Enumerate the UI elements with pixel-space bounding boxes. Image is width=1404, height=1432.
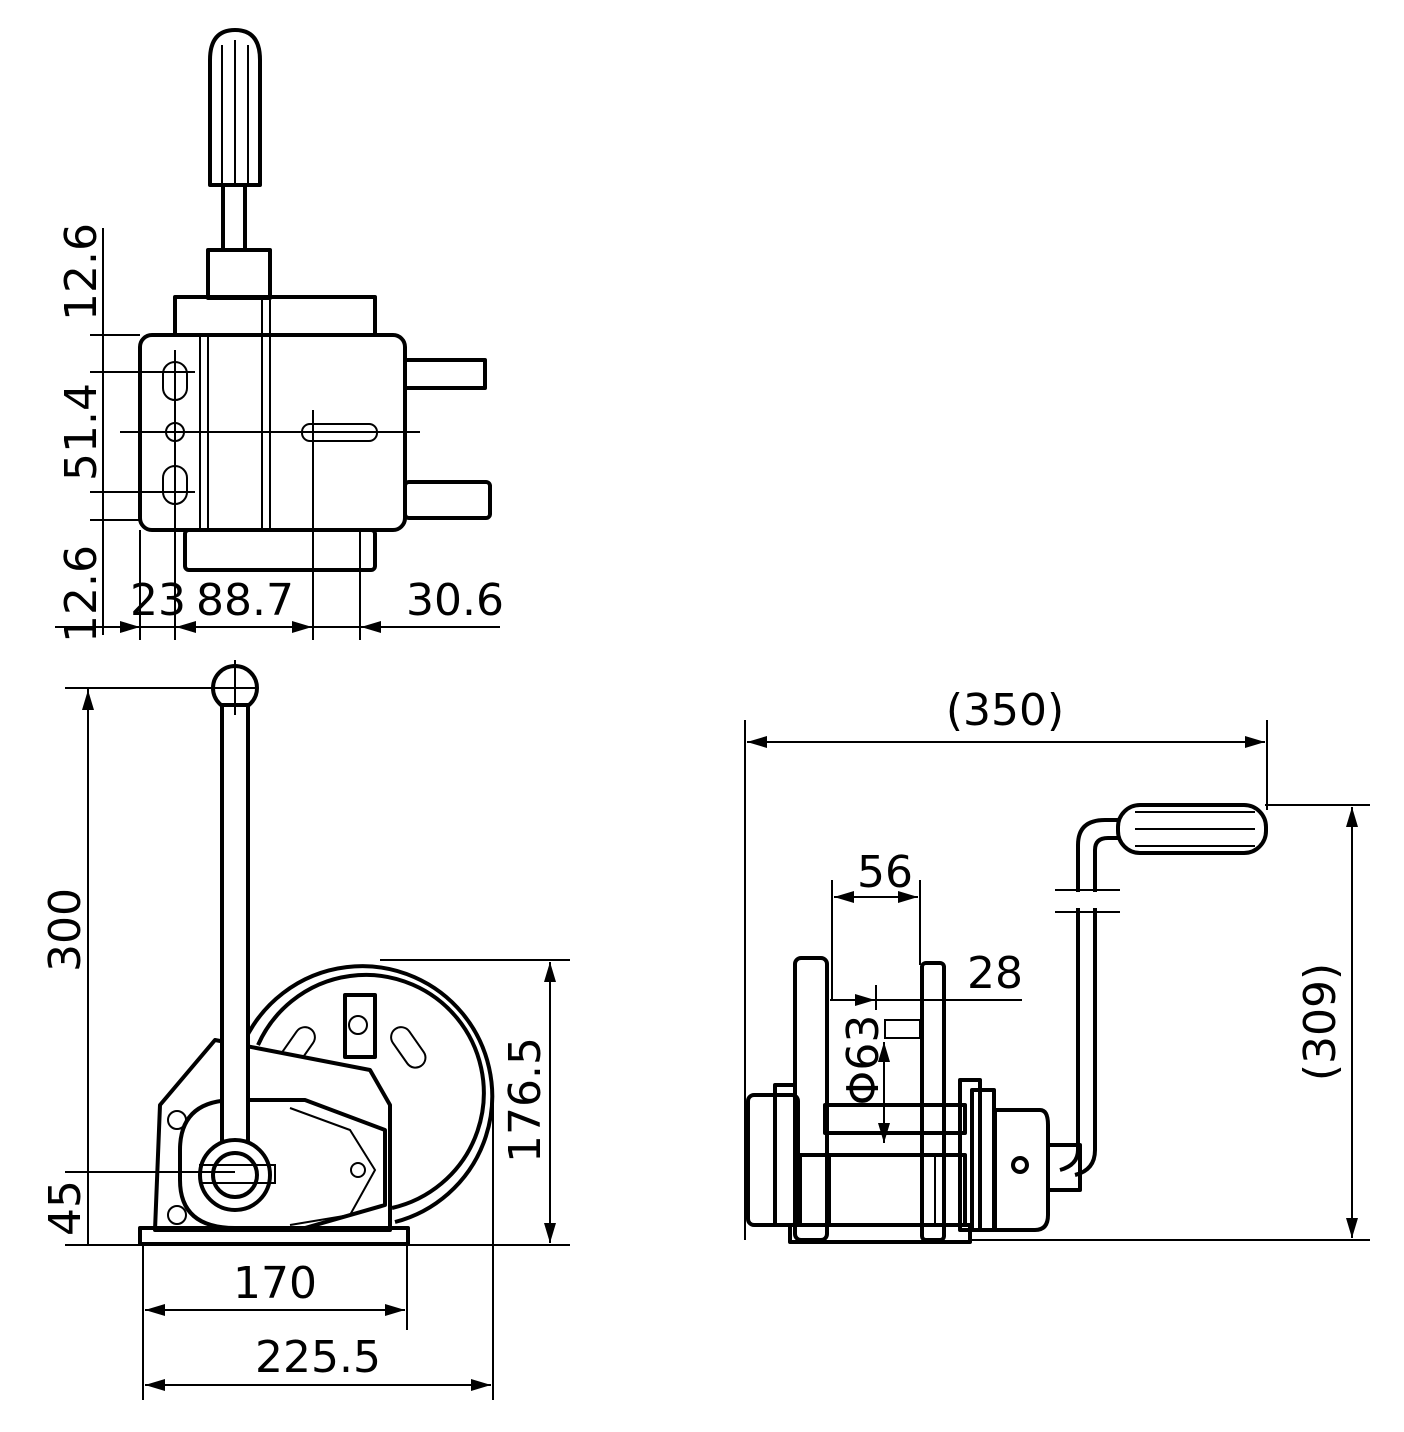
top-dimensions: 12.6 51.4 12.6 23 88.7 30.6 [55, 223, 504, 643]
dim-overall-height: (309) [1295, 963, 1346, 1081]
dim-drum-width: 56 [857, 847, 913, 898]
dim-handle-height: 300 [40, 888, 91, 972]
dim-flange-gap: 28 [967, 948, 1023, 999]
dim-top-offset: 12.6 [56, 223, 107, 321]
winch-body-top [90, 295, 492, 640]
dim-drum-diameter: Φ63 [838, 1015, 889, 1106]
dim-bottom-offset: 12.6 [56, 545, 107, 643]
front-dimensions: (350) (309) 56 28 Φ63 [744, 685, 1370, 1241]
crank-handle [1055, 803, 1268, 1177]
winch-body-front [746, 956, 1082, 1244]
handle-grip [206, 28, 272, 300]
dim-center: 88.7 [196, 575, 294, 626]
dim-drum-height: 176.5 [500, 1037, 551, 1163]
top-view: 12.6 51.4 12.6 23 88.7 30.6 [55, 28, 504, 643]
dim-pivot-height: 45 [40, 1180, 91, 1236]
side-view: 300 45 176.5 170 225.5 [40, 660, 570, 1400]
frame-side [138, 1038, 410, 1246]
front-view: (350) (309) 56 28 Φ63 [744, 685, 1370, 1244]
lever [198, 664, 276, 1212]
dim-overall-length: 225.5 [255, 1332, 381, 1383]
dim-left: 23 [130, 575, 186, 626]
side-dimensions: 300 45 176.5 170 225.5 [40, 660, 570, 1400]
dim-hole-pitch: 51.4 [56, 383, 107, 481]
dim-overall-width: (350) [946, 685, 1064, 736]
dim-right: 30.6 [406, 575, 504, 626]
dim-base-length: 170 [233, 1258, 317, 1309]
